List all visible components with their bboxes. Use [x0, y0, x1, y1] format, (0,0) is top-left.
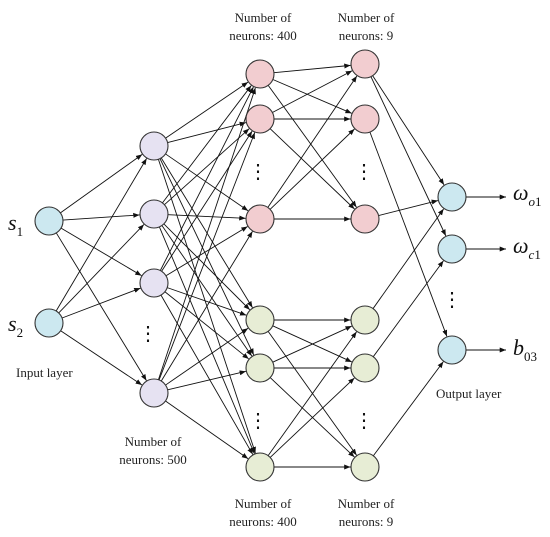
edge-hidden1-hidden2 [165, 81, 249, 139]
top400-label-line2: neurons: 400 [229, 28, 297, 43]
edge-input-hidden1 [55, 232, 147, 381]
hidden3-top-neuron [350, 204, 380, 234]
dots-hidden2-bottom: ⋮ [248, 410, 268, 432]
edge-hidden1-hidden2 [167, 121, 247, 143]
edge-hidden3-output [372, 208, 444, 309]
bot400-label-line2: neurons: 400 [229, 514, 297, 529]
output-label-b03: b03 [513, 335, 537, 364]
input-label-s1: s1 [8, 210, 23, 239]
edge-hidden1-hidden2 [162, 85, 252, 204]
edge-hidden1-hidden2 [161, 225, 253, 357]
hidden3-bottom-neuron [350, 353, 380, 383]
edge-hidden1-hidden2 [161, 130, 253, 272]
edge-hidden3-output [372, 260, 444, 357]
input-label-s2: s2 [8, 311, 23, 340]
top9-label-line2: neurons: 9 [339, 28, 394, 43]
edge-input-hidden1 [62, 212, 140, 221]
edge-hidden3-output [370, 76, 447, 237]
edge-input-hidden1 [60, 330, 143, 386]
edge-input-hidden1 [60, 227, 142, 277]
edge-input-hidden1 [58, 224, 145, 314]
edge-hidden1-hidden2 [160, 294, 254, 455]
edge-hidden2-hidden3 [272, 70, 353, 113]
hidden2-bottom-neuron [245, 353, 275, 383]
edge-hidden2-hidden3 [267, 331, 357, 456]
hidden3-top-neuron [350, 49, 380, 79]
edge-hidden1-hidden2 [167, 287, 247, 316]
dots-hidden2-top: ⋮ [248, 161, 268, 183]
output-label-omega-c1: ωc1 [513, 233, 541, 262]
edge-hidden2-hidden3 [273, 63, 351, 74]
hidden1-neuron [139, 378, 169, 408]
edge-hidden3-output [372, 75, 445, 186]
connections [55, 63, 506, 470]
hidden3-bottom-neuron [350, 305, 380, 335]
hidden1-label-line1: Number of [125, 434, 182, 449]
hidden1-neuron [139, 268, 169, 298]
edge-hidden1-hidden2 [157, 159, 256, 454]
hidden2-top-neuron [245, 204, 275, 234]
neurons [34, 49, 467, 482]
edge-hidden1-hidden2 [160, 157, 253, 308]
edge-hidden1-hidden2 [163, 223, 251, 311]
output-neuron [437, 182, 467, 212]
edge-hidden1-hidden2 [165, 153, 249, 212]
edge-hidden2-hidden3 [272, 325, 352, 363]
edge-hidden2-hidden3 [269, 377, 355, 458]
edge-hidden1-hidden2 [165, 327, 249, 386]
dots-hidden1: ⋮ [138, 323, 158, 345]
edge-hidden1-hidden2 [159, 86, 254, 271]
hidden1-neuron [139, 199, 169, 229]
output-neuron [437, 335, 467, 365]
edge-hidden2-hidden3 [267, 85, 357, 208]
edge-hidden1-hidden2 [159, 158, 255, 356]
dots-output: ⋮ [442, 289, 462, 311]
edge-hidden1-hidden2 [167, 214, 246, 221]
top400-label-line1: Number of [235, 10, 292, 25]
edge-input-hidden1 [60, 154, 143, 214]
dots-hidden3-bottom: ⋮ [354, 410, 374, 432]
edge-hidden2-hidden3 [269, 128, 355, 210]
edge-hidden1-hidden2 [165, 400, 249, 460]
edge-hidden2-hidden3 [267, 75, 358, 208]
top9-label-line1: Number of [338, 10, 395, 25]
edge-hidden1-hidden2 [157, 87, 256, 380]
hidden3-bottom-neuron [350, 452, 380, 482]
edge-hidden3-output [369, 131, 448, 337]
edge-input-hidden1 [61, 287, 141, 319]
edge-hidden1-hidden2 [164, 291, 249, 360]
edge-hidden2-hidden3 [272, 79, 352, 114]
edge-input-hidden1 [55, 158, 147, 312]
input-neuron [34, 308, 64, 338]
input-neuron [34, 206, 64, 236]
edge-hidden1-hidden2 [164, 128, 250, 205]
bot9-label-line2: neurons: 9 [339, 514, 394, 529]
edge-hidden1-hidden2 [167, 370, 246, 391]
hidden2-bottom-neuron [245, 452, 275, 482]
input-layer-label: Input layer [16, 365, 73, 380]
edge-hidden1-hidden2 [158, 226, 255, 454]
output-neuron [437, 234, 467, 264]
hidden2-top-neuron [245, 104, 275, 134]
hidden2-bottom-neuron [245, 305, 275, 335]
dots-hidden3-top: ⋮ [354, 161, 374, 183]
bot400-label-line1: Number of [235, 496, 292, 511]
edge-hidden3-output [372, 361, 444, 457]
hidden1-neuron [139, 131, 169, 161]
edge-hidden1-hidden2 [165, 226, 248, 277]
output-layer-label: Output layer [436, 386, 502, 401]
hidden1-label-line2: neurons: 500 [119, 452, 187, 467]
bot9-label-line1: Number of [338, 496, 395, 511]
edge-hidden3-output [378, 199, 439, 217]
hidden3-top-neuron [350, 104, 380, 134]
output-label-omega-o1: ωo1 [513, 180, 542, 209]
hidden2-top-neuron [245, 59, 275, 89]
